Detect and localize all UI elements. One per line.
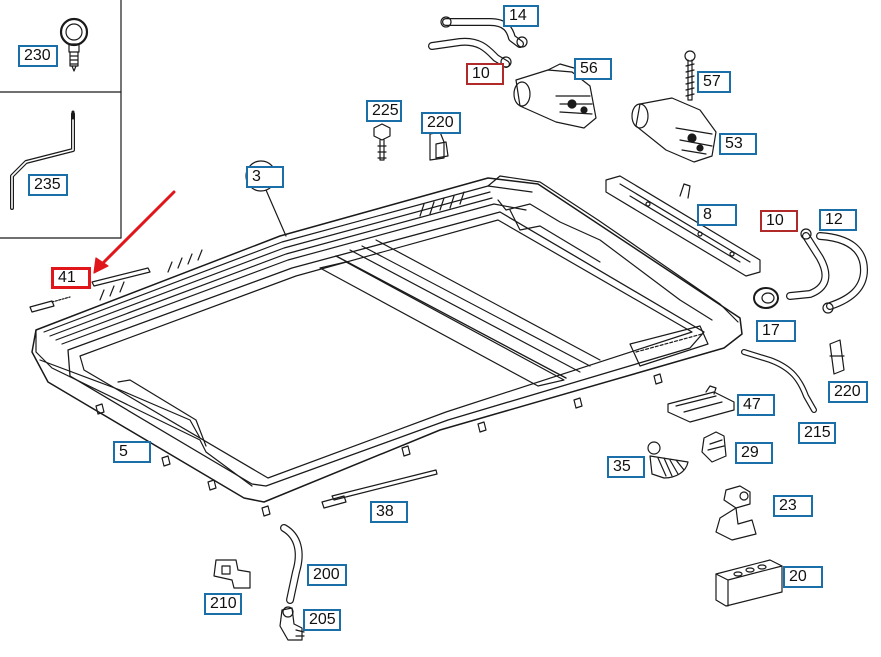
callout-label: 8 (697, 204, 737, 226)
elbow-part (279, 606, 305, 641)
bent-rod-part (10, 110, 75, 210)
callout-label: 20 (783, 566, 823, 588)
callout-label: 56 (574, 58, 612, 80)
clip-part-29 (701, 431, 727, 463)
callout-label: 12 (819, 209, 857, 231)
callout-label: 225 (366, 100, 402, 122)
callout-label: 57 (697, 71, 731, 93)
callout-label: 29 (735, 442, 773, 464)
clip-part-210 (213, 559, 251, 589)
gear-housing-part-35 (647, 441, 689, 479)
foam-block-part-20 (715, 559, 783, 607)
callout-label: 3 (246, 166, 284, 188)
callout-label: 215 (798, 422, 836, 444)
motor-part-53 (631, 97, 717, 163)
callout-label-alt: 10 (466, 63, 504, 85)
sunroof-frame (31, 175, 743, 517)
callout-label: 205 (303, 609, 341, 631)
bolt-part-225 (373, 123, 391, 161)
callout-label-highlighted: 41 (51, 267, 91, 289)
eye-bolt-part (59, 17, 89, 72)
callout-label: 5 (113, 441, 151, 463)
drain-hose-part (280, 524, 303, 604)
callout-label: 14 (503, 5, 539, 27)
hose-part-12 (816, 232, 868, 314)
highlight-arrow (93, 190, 176, 274)
bracket-part-8 (605, 175, 761, 277)
screw-part-57 (684, 50, 696, 101)
guide-rod-part (29, 267, 151, 313)
callout-label: 23 (773, 495, 813, 517)
clip-part-220-right (829, 339, 845, 375)
cable-part (321, 469, 438, 509)
callout-label: 210 (204, 593, 242, 615)
tube-part-215 (741, 349, 817, 413)
callout-label: 17 (756, 320, 796, 342)
callout-label: 230 (18, 45, 58, 67)
grommet-part-17 (753, 287, 779, 309)
callout-label-alt: 10 (760, 210, 798, 232)
hose-part-14 (440, 16, 528, 48)
callout-label: 200 (307, 564, 347, 586)
callout-label: 47 (737, 394, 775, 416)
hose-part-10-right (786, 228, 830, 300)
callout-label: 235 (28, 174, 68, 196)
callout-label: 220 (828, 381, 868, 403)
hose-part-10-upper (428, 37, 512, 68)
motor-part-56 (513, 63, 597, 129)
clip-part-220-upper (429, 131, 449, 161)
callout-label: 38 (370, 501, 408, 523)
callout-label: 220 (421, 112, 461, 134)
callout-label: 35 (607, 456, 645, 478)
bracket-part-47 (667, 385, 735, 423)
actuator-part-23 (715, 485, 757, 541)
callout-label: 53 (719, 133, 757, 155)
inset-frames (0, 0, 122, 239)
